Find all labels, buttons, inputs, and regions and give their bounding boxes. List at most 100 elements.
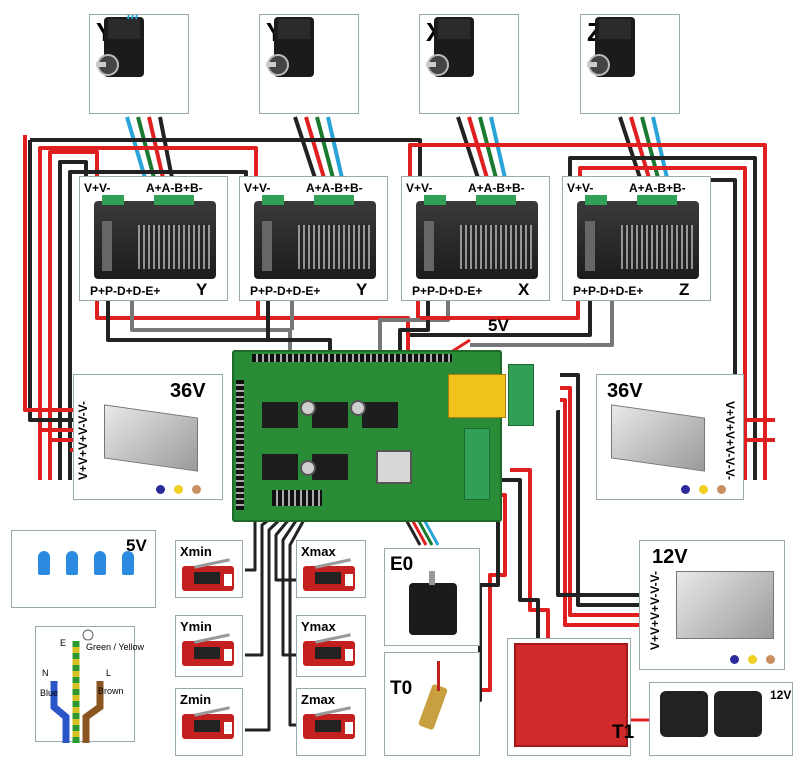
driver-x: V+V- A+A-B+B- P+P-D+D-E+ X bbox=[401, 176, 550, 301]
driver-motor-pins: A+A-B+B- bbox=[306, 181, 363, 195]
fans-box: 12V bbox=[649, 682, 793, 756]
driver-power-pins: V+V- bbox=[567, 181, 594, 195]
mosfet-terminal bbox=[464, 428, 490, 500]
power-terminal bbox=[508, 364, 534, 426]
endstop-label: Ymin bbox=[180, 619, 212, 634]
endstop-xmin: Xmin bbox=[175, 540, 243, 598]
extruder-motor-label: E0 bbox=[390, 554, 414, 575]
endstop-ymax: Ymax bbox=[296, 615, 366, 677]
controller-board bbox=[232, 350, 534, 522]
motor-shaft bbox=[429, 571, 435, 585]
live-label: L bbox=[106, 668, 112, 678]
capacitor bbox=[300, 400, 316, 416]
driver-axis-label: Y bbox=[196, 280, 208, 299]
endstop-switch-icon bbox=[303, 633, 355, 666]
driver-power-pins: V+V- bbox=[406, 181, 433, 195]
endstop-label: Ymax bbox=[301, 619, 336, 634]
driver-y1: V+V- A+A-B+B- P+P-D+D-E+ Y bbox=[79, 176, 228, 301]
hotend-label: T0 bbox=[390, 678, 413, 699]
indicator-dot bbox=[730, 655, 739, 664]
led-icon bbox=[122, 551, 134, 575]
driver-signal-pins: P+P-D+D-E+ bbox=[250, 284, 321, 298]
heatbed-box: T1 bbox=[507, 638, 635, 756]
stepper-motor-icon bbox=[409, 583, 457, 635]
psu-terminal-label: V+V+V+V-V-V- bbox=[723, 401, 737, 481]
driver-slot bbox=[362, 402, 398, 428]
capacitor bbox=[350, 400, 366, 416]
endstop-switch-icon bbox=[182, 706, 234, 739]
endstop-switch-icon bbox=[182, 558, 234, 591]
indicator-dot bbox=[748, 655, 757, 664]
driver-power-pins: V+V- bbox=[244, 181, 271, 195]
indicator-dot bbox=[717, 485, 726, 494]
heatbed-icon bbox=[514, 643, 628, 747]
endstop-zmin: Zmin bbox=[175, 688, 243, 756]
driver-module-icon bbox=[254, 195, 376, 279]
board-5v-label: 5V bbox=[488, 316, 509, 335]
indicator-dot bbox=[192, 485, 201, 494]
mains-box: E Green / Yellow N Blue L Brown bbox=[35, 626, 144, 743]
heater-wire bbox=[437, 661, 440, 691]
indicator-dot bbox=[766, 655, 775, 664]
led-icon bbox=[66, 551, 78, 575]
endstop-ymin: Ymin bbox=[175, 615, 243, 677]
hotend-icon bbox=[417, 683, 449, 731]
endstop-header bbox=[272, 490, 322, 506]
psu-36v-right: 36V V+V+V+V-V-V- bbox=[596, 374, 744, 500]
driver-module-icon bbox=[94, 195, 216, 279]
endstop-label: Zmax bbox=[301, 692, 335, 707]
led-icon bbox=[94, 551, 106, 575]
psu-36v-left: 36V V+V+V+V-V-V- bbox=[73, 374, 223, 500]
stepper-motor-icon bbox=[587, 17, 635, 77]
driver-y2: V+V- A+A-B+B- P+P-D+D-E+ Y bbox=[239, 176, 388, 301]
psu-terminal-label: V+V+V+V-V-V- bbox=[648, 571, 662, 651]
driver-axis-label: Z bbox=[679, 280, 690, 299]
psu-terminal-label: V+V+V+V-V-V- bbox=[76, 401, 90, 481]
endstop-label: Zmin bbox=[180, 692, 212, 707]
driver-module-icon bbox=[416, 195, 538, 279]
driver-motor-pins: A+A-B+B- bbox=[468, 181, 525, 195]
stepper-motor-icon bbox=[96, 15, 144, 77]
power-supply-icon bbox=[611, 404, 705, 472]
endstop-label: Xmax bbox=[301, 544, 336, 559]
driver-slot bbox=[312, 454, 348, 480]
driver-motor-pins: A+A-B+B- bbox=[146, 181, 203, 195]
heatbed-label: T1 bbox=[612, 722, 635, 743]
power-supply-icon bbox=[676, 571, 774, 639]
psu-voltage-label: 36V bbox=[607, 380, 643, 402]
endstop-switch-icon bbox=[303, 558, 355, 591]
stepper-driver-chip bbox=[376, 450, 412, 484]
motor-y1-box: Y bbox=[89, 14, 189, 114]
pin-header-top bbox=[252, 354, 452, 362]
endstop-switch-icon bbox=[182, 633, 234, 666]
power-supply-icon bbox=[104, 404, 198, 472]
power-relay bbox=[448, 374, 506, 418]
endstop-xmax: Xmax bbox=[296, 540, 366, 598]
endstop-zmax: Zmax bbox=[296, 688, 366, 756]
driver-signal-pins: P+P-D+D-E+ bbox=[412, 284, 483, 298]
fan-icon bbox=[660, 691, 708, 737]
driver-module-icon bbox=[577, 195, 699, 279]
extruder-motor-box: E0 bbox=[384, 548, 480, 646]
psu-voltage-label: 36V bbox=[170, 380, 206, 402]
endstop-label: Xmin bbox=[180, 544, 212, 559]
live-color-label: Brown bbox=[98, 686, 124, 696]
led-icon bbox=[38, 551, 50, 575]
hotend-box: T0 bbox=[384, 652, 480, 756]
mains-cable-icon bbox=[50, 629, 104, 743]
driver-power-pins: V+V- bbox=[84, 181, 111, 195]
driver-slot bbox=[312, 402, 348, 428]
driver-signal-pins: P+P-D+D-E+ bbox=[573, 284, 644, 298]
stepper-motor-icon bbox=[266, 17, 314, 77]
neutral-label: N bbox=[42, 668, 49, 678]
indicator-dot bbox=[174, 485, 183, 494]
neutral-color-label: Blue bbox=[40, 688, 59, 698]
driver-z: V+V- A+A-B+B- P+P-D+D-E+ Z bbox=[562, 176, 711, 301]
driver-axis-label: Y bbox=[356, 280, 368, 299]
motor-x-box: X bbox=[419, 14, 519, 114]
fan-voltage-label: 12V bbox=[770, 688, 792, 702]
fan-icon bbox=[714, 691, 762, 737]
earth-color-label: Green / Yellow bbox=[86, 642, 145, 652]
